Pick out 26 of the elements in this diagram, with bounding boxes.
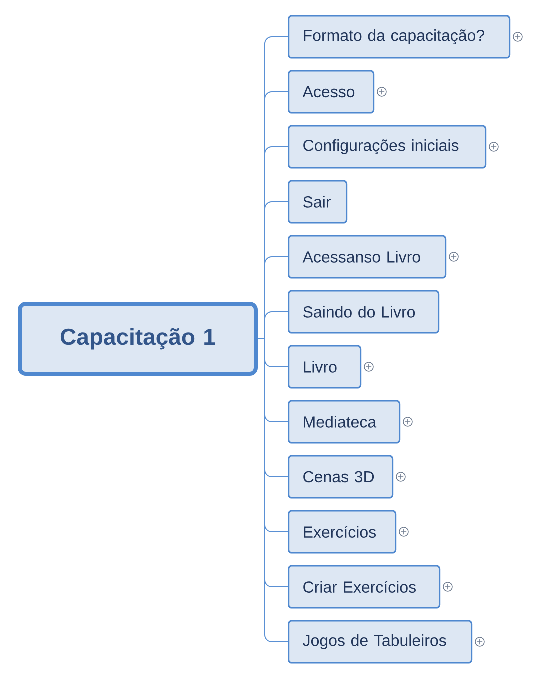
- topic-box: Exercícios: [288, 510, 397, 554]
- topic-box: Mediateca: [288, 400, 401, 444]
- topic-box: Configurações iniciais: [288, 125, 487, 169]
- central-topic-box: Capacitação 1: [18, 302, 258, 376]
- topic-box: Sair: [288, 180, 348, 224]
- connector-line: [264, 92, 288, 100]
- topic-box: Acesso: [288, 70, 375, 114]
- connector-line: [264, 202, 288, 210]
- connector-line: [264, 414, 288, 422]
- connector-line: [264, 360, 288, 368]
- connector-line: [264, 36, 288, 44]
- connector-line: [264, 634, 288, 642]
- connector-line: [264, 256, 288, 264]
- topic-box: Jogos de Tabuleiros: [288, 620, 473, 664]
- topic-box: Acessanso Livro: [288, 235, 447, 279]
- topic-box: Cenas 3D: [288, 455, 394, 499]
- connector-line: [264, 580, 288, 588]
- topic-box: Criar Exercícios: [288, 565, 441, 609]
- topic-box: Saindo do Livro: [288, 290, 440, 334]
- topic-box: Livro: [288, 345, 362, 389]
- connector-trunk: [258, 44, 266, 636]
- connector-line: [264, 312, 288, 320]
- topic-box: Formato da capacitação?: [288, 15, 511, 59]
- connector-line: [264, 470, 288, 478]
- connector-line: [264, 524, 288, 532]
- connector-line: [264, 146, 288, 154]
